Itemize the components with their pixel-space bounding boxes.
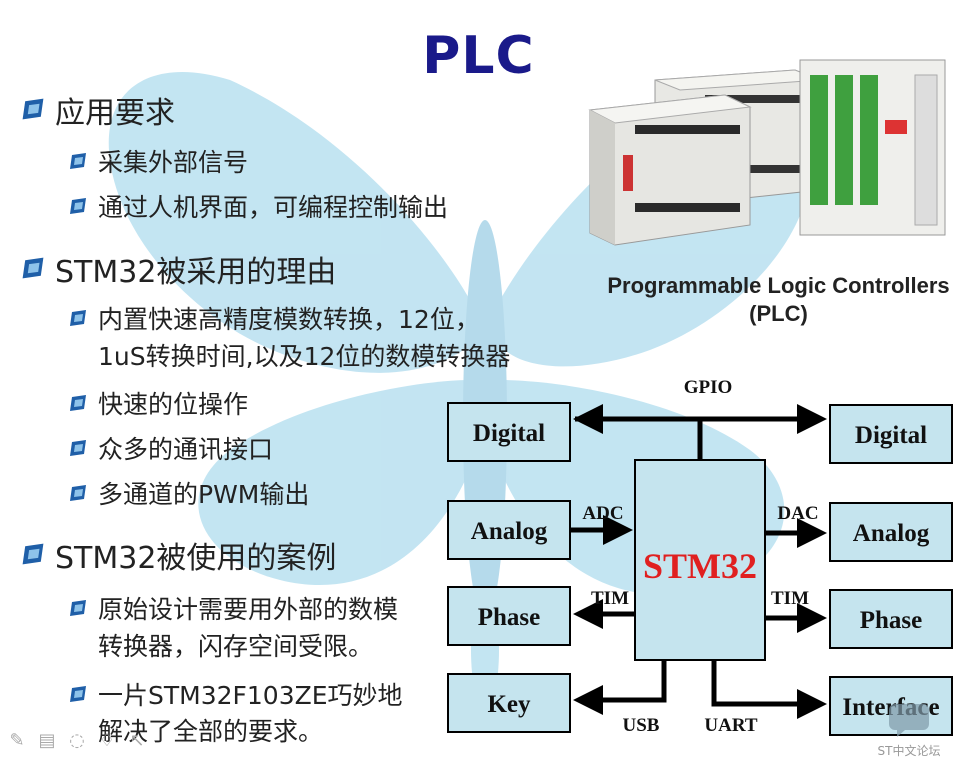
bullet-item: 通过人机界面，可编程控制输出 [98, 193, 449, 222]
left-box-label: Analog [471, 518, 548, 545]
bullet-item: 内置快速高精度模数转换，12位， [98, 305, 480, 334]
plc-module-right [799, 59, 946, 236]
watermark: ST中文论坛 [869, 702, 949, 759]
pen-icon[interactable]: ✎ [9, 730, 25, 751]
bullet-icon [70, 440, 86, 456]
slides-icon[interactable]: ▤ [38, 730, 56, 751]
bullet-icon [70, 198, 86, 214]
bullet-item: 快速的位操作 [98, 390, 249, 419]
bullet-icon [22, 98, 44, 120]
dac-label: DAC [777, 503, 818, 524]
bullet-heading: 应用要求 [55, 96, 175, 131]
bullet-icon [70, 485, 86, 501]
left-box-label: Key [487, 691, 531, 718]
adc-label: ADC [582, 503, 623, 524]
bullet-item: 解决了全部的要求。 [98, 717, 324, 746]
tim-right-label: TIM [771, 588, 809, 609]
right-box [829, 589, 953, 649]
bullet-item: 1uS转换时间,以及12位的数模转换器 [98, 342, 511, 371]
bullet-item: 一片STM32F103ZE巧妙地 [98, 681, 403, 710]
left-box-label: Digital [473, 420, 545, 447]
plc-photo [588, 59, 946, 246]
left-box-label: Phase [478, 604, 541, 631]
left-box [447, 500, 571, 560]
bullet-item: 采集外部信号 [98, 148, 249, 177]
right-box [829, 404, 953, 464]
plc-caption-line2: (PLC) [749, 301, 808, 326]
bullet-icon [70, 395, 86, 411]
bullet-item: 多通道的PWM输出 [98, 480, 310, 509]
plc-unit-front [588, 94, 752, 246]
right-box-label: Digital [855, 422, 927, 449]
bullet-item: 众多的通讯接口 [98, 435, 274, 464]
uart-arrow [711, 660, 827, 719]
stm32-block [634, 459, 766, 661]
bullet-icon [70, 686, 86, 702]
left-box [447, 673, 571, 733]
left-box [447, 402, 571, 462]
watermark-text: ST中文论坛 [877, 744, 941, 758]
uart-label: UART [704, 715, 757, 736]
butterfly-lower-left-wing [198, 380, 471, 586]
tim-left-label: TIM [591, 588, 629, 609]
eraser-icon[interactable]: ◌ [69, 730, 85, 751]
left-box [447, 586, 571, 646]
bullet-icon [70, 310, 86, 326]
bullet-icon [70, 600, 86, 616]
plc-caption: Programmable Logic Controllers (PLC) [600, 272, 957, 328]
presentation-toolbar: ✎ ▤ ◌ ♢ ↖ [6, 730, 166, 756]
right-box-label: Analog [853, 520, 930, 547]
pointer-icon[interactable]: ↖ [129, 730, 145, 751]
bullet-icon [22, 543, 44, 565]
usb-arrow [573, 660, 667, 715]
chat-bubble-icon [889, 704, 929, 737]
plc-caption-line1: Programmable Logic Controllers [607, 273, 950, 298]
bullet-heading: STM32被使用的案例 [55, 541, 337, 576]
bullet-item: 转换器，闪存空间受限。 [98, 632, 374, 661]
bullet-heading: STM32被采用的理由 [55, 255, 337, 290]
butterfly-upper-left-wing [108, 71, 471, 373]
bullet-icon [70, 153, 86, 169]
right-box-label: Phase [860, 607, 923, 634]
usb-label: USB [623, 715, 660, 736]
highlighter-icon[interactable]: ♢ [98, 730, 116, 751]
bullet-icon [22, 257, 44, 279]
gpio-label: GPIO [684, 377, 733, 398]
slide-title: PLC [422, 26, 535, 86]
stm32-label: STM32 [643, 546, 757, 586]
right-box [829, 502, 953, 562]
bullet-item: 原始设计需要用外部的数模 [98, 595, 399, 624]
